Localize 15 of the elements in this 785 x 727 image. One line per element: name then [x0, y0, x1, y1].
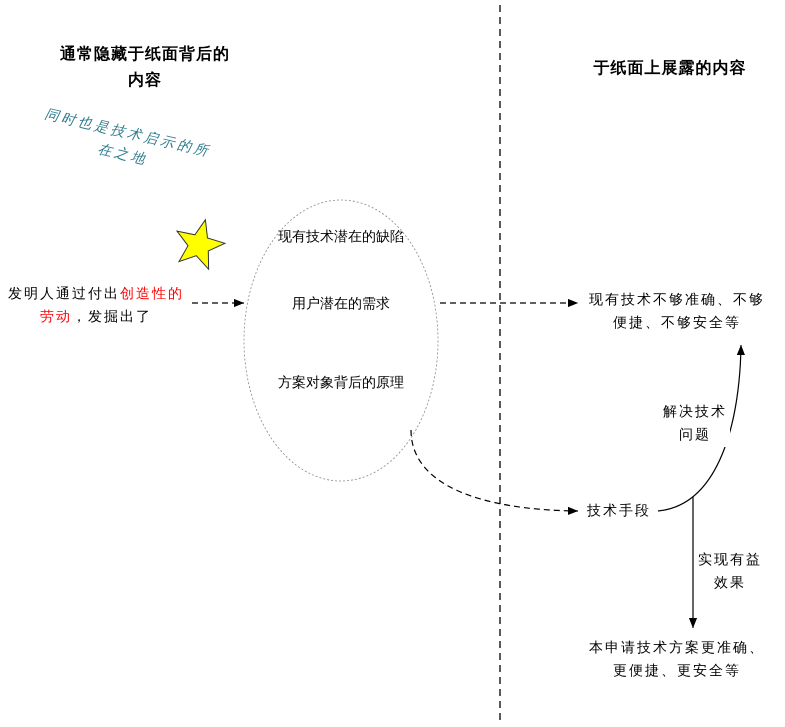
node-text: 发明人通过付出创造性的劳动，发掘出了 — [7, 286, 185, 327]
node-text: 现有技术不够准确、不够便捷、不够安全等 — [588, 292, 766, 333]
handwritten-note: 同时也是技术启示的所在之地 — [42, 105, 213, 170]
heading: 通常隐藏于纸面背后的内容 — [59, 44, 231, 91]
arrow — [658, 344, 745, 512]
node-text: 本申请技术方案更准确、更便捷、更安全等 — [588, 639, 766, 681]
ellipse-text: 用户潜在的需求 — [291, 295, 391, 314]
ellipse-text: 现有技术潜在的缺陷 — [277, 228, 405, 247]
arrow — [410, 430, 578, 515]
arrow — [689, 497, 697, 628]
arrow — [440, 299, 578, 307]
heading: 于纸面上展露的内容 — [592, 58, 748, 79]
node-text: 技术手段 — [586, 502, 652, 521]
arrow — [192, 299, 244, 307]
ellipse-text: 方案对象背后的原理 — [277, 374, 405, 393]
